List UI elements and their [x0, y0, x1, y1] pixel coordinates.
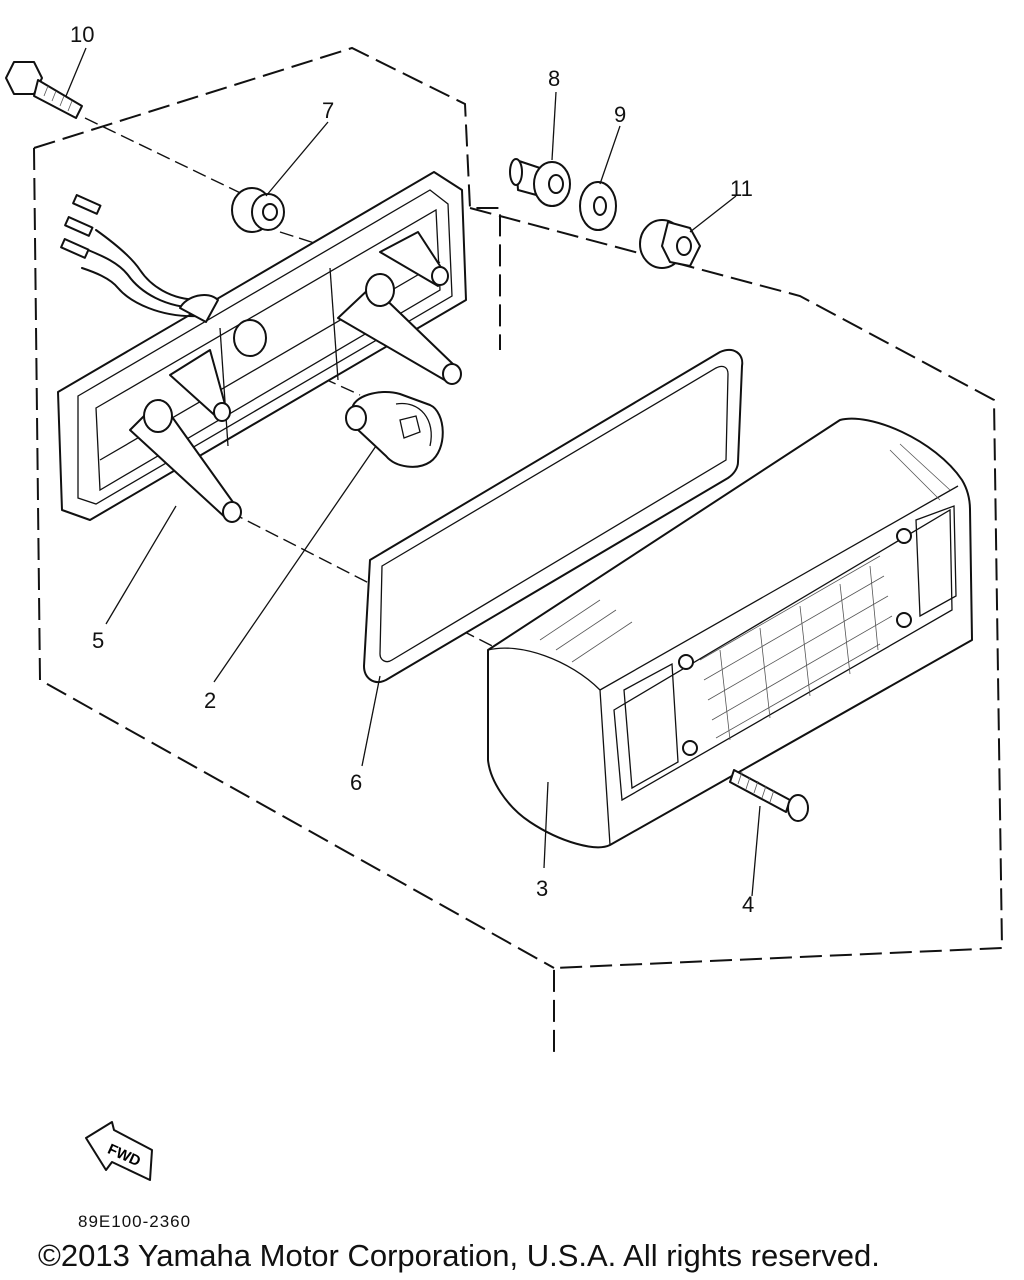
lens-part: [487, 417, 973, 849]
copyright-notice: ©2013 Yamaha Motor Corporation, U.S.A. A…: [38, 1238, 880, 1273]
callout-6: 6: [350, 770, 362, 795]
bulb-part: [345, 390, 444, 468]
callout-8: 8: [548, 66, 560, 91]
centerline-bolt: [84, 117, 256, 201]
grommet-part: [231, 187, 285, 233]
lens-gasket-part: [363, 348, 744, 684]
leader-lines: [65, 47, 761, 897]
flange-bolt-part: [5, 61, 83, 119]
callout-2: 2: [204, 688, 216, 713]
washer-part: [579, 181, 617, 231]
fwd-arrow-icon: FWD: [85, 1121, 153, 1181]
assembly-outline-upper: [33, 46, 555, 969]
callout-10: 10: [70, 22, 94, 47]
flange-nut-part: [639, 219, 701, 269]
wiring-leads: [60, 194, 219, 323]
tail-light-housing-part: [57, 171, 467, 523]
callout-4: 4: [742, 892, 754, 917]
callout-11: 11: [730, 176, 753, 201]
assembly-outline-right: [469, 207, 1004, 1055]
callout-9: 9: [614, 102, 626, 127]
callout-7: 7: [322, 98, 334, 123]
callout-5: 5: [92, 628, 104, 653]
collar-part: [509, 158, 571, 207]
diagram-code: 89E100-2360: [78, 1212, 192, 1231]
callout-3: 3: [536, 876, 548, 901]
screw-part: [729, 769, 809, 822]
